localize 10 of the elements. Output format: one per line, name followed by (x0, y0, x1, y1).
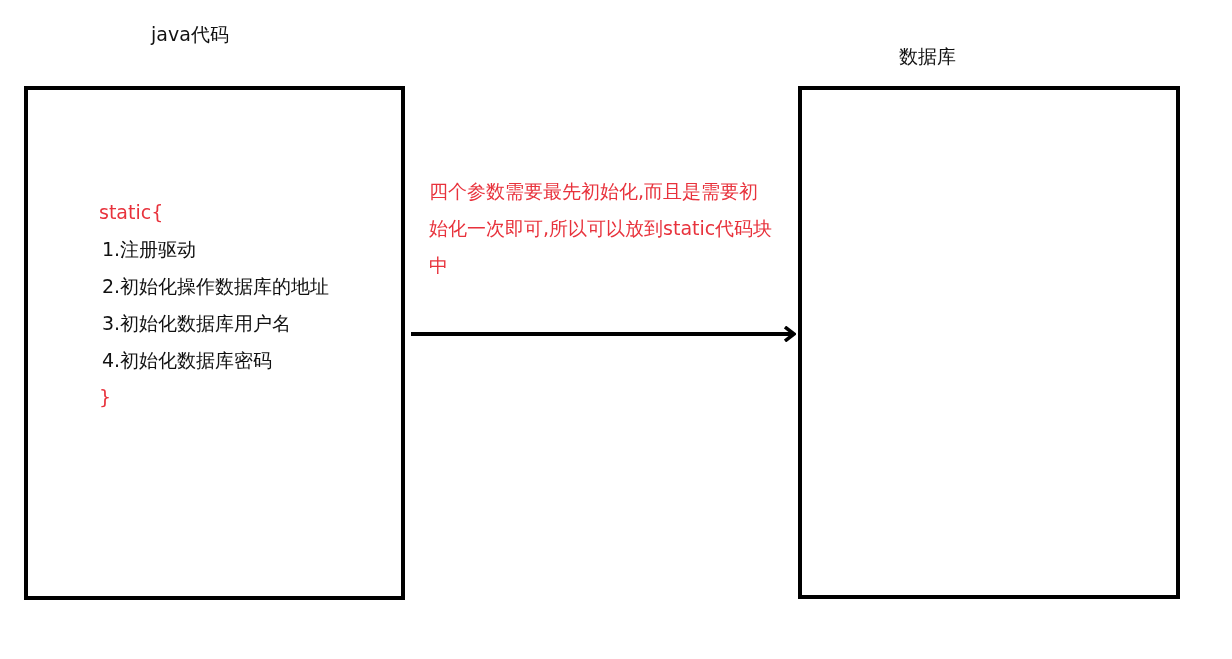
box-heading: 数据库 (899, 44, 956, 68)
list-item: 2.初始化操作数据库的地址 (102, 274, 330, 298)
edge-label: 四个参数需要最先初始化,而且是需要初始化一次即可,所以可以放到static代码块中 (429, 179, 774, 278)
code-brace-text: static{ (99, 200, 164, 224)
list-item: 1.注册驱动 (102, 237, 197, 261)
list-item: 4.初始化数据库密码 (102, 348, 273, 372)
arrow (411, 325, 796, 343)
box-heading: java代码 (151, 22, 229, 46)
list-item: 3.初始化数据库用户名 (102, 311, 292, 335)
code-brace-text: } (99, 385, 112, 409)
